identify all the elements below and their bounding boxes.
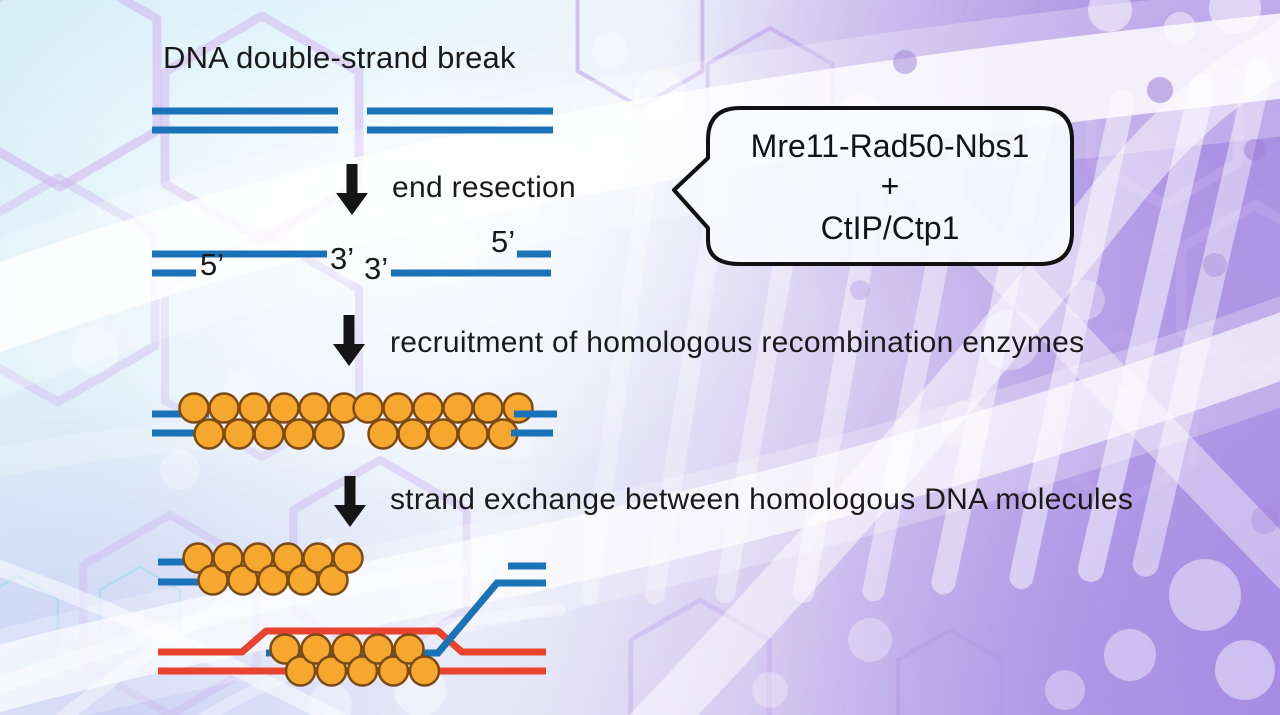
callout-line-1: Mre11-Rad50-Nbs1 bbox=[750, 128, 1030, 164]
down-arrow-step2 bbox=[333, 315, 365, 366]
label-right-3prime: 3’ bbox=[364, 251, 389, 286]
bokeh-circles bbox=[71, 0, 1279, 715]
step-label-recruitment: recruitment of homologous recombination … bbox=[390, 326, 1085, 359]
filament-row bbox=[152, 392, 557, 450]
figure-title: DNA double-strand break bbox=[163, 40, 516, 75]
callout-bubble bbox=[672, 106, 1074, 266]
step-label-end-resection: end resection bbox=[392, 171, 577, 204]
left-filament bbox=[178, 392, 360, 450]
red-duplex-top-strand bbox=[158, 627, 546, 656]
right-filament bbox=[352, 392, 534, 450]
step-label-strand-exchange: strand exchange between homologous DNA m… bbox=[390, 483, 1134, 516]
callout-line-3: CtIP/Ctp1 bbox=[820, 210, 960, 246]
strand-exchange bbox=[158, 542, 546, 687]
top-filament bbox=[182, 542, 364, 596]
label-left-5prime: 5’ bbox=[200, 247, 225, 282]
label-left-3prime: 3’ bbox=[330, 241, 355, 276]
down-arrow-step3 bbox=[334, 476, 366, 527]
label-right-5prime: 5’ bbox=[491, 224, 516, 259]
broken-duplex bbox=[152, 107, 553, 134]
down-arrow-step1 bbox=[336, 164, 368, 215]
callout-line-2: + bbox=[880, 168, 900, 204]
resected-ends bbox=[152, 250, 551, 277]
invading-filament bbox=[269, 633, 441, 687]
